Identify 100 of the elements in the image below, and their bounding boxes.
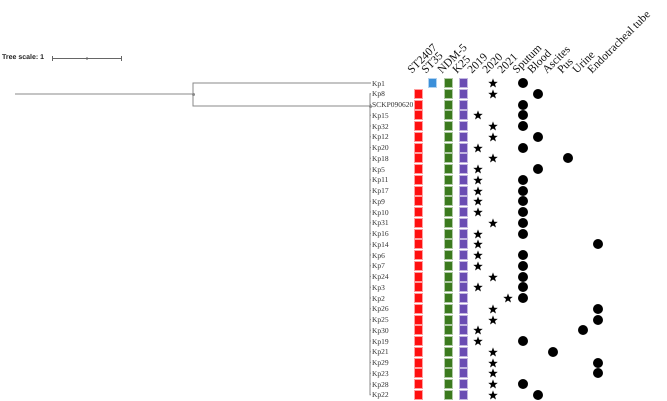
heatmap-cell — [458, 260, 468, 271]
circle-marker — [518, 207, 528, 217]
heatmap-cell — [414, 142, 422, 152]
star-marker — [488, 121, 498, 131]
heatmap-cell — [458, 153, 468, 164]
heatmap-cell — [414, 293, 422, 303]
star-marker — [488, 358, 498, 368]
heatmap-cell — [458, 390, 468, 400]
circle-marker — [518, 78, 528, 88]
heatmap-cell — [458, 293, 468, 303]
star-marker — [473, 186, 483, 196]
heatmap-cell — [414, 153, 422, 164]
heatmap-cell — [444, 282, 452, 292]
circle-marker — [518, 142, 528, 152]
heatmap-cell — [444, 164, 452, 174]
heatmap-cell — [444, 314, 452, 324]
heatmap-cell — [444, 186, 452, 196]
heatmap-cell — [458, 282, 468, 292]
star-marker — [503, 293, 513, 303]
heatmap-cell — [414, 196, 422, 206]
heatmap-cell — [458, 186, 468, 196]
heatmap-cell — [414, 325, 422, 336]
heatmap-cell — [458, 250, 468, 260]
circle-marker — [518, 121, 528, 131]
heatmap-cell — [458, 110, 468, 120]
star-marker — [488, 88, 498, 99]
star-marker — [473, 164, 483, 174]
heatmap-cell — [428, 78, 436, 88]
heatmap-cell — [444, 379, 452, 389]
heatmap-cell — [444, 121, 452, 131]
star-marker — [473, 207, 483, 217]
star-marker — [473, 174, 483, 185]
star-marker — [488, 346, 498, 357]
heatmap-cell — [414, 207, 422, 217]
heatmap-cell — [444, 196, 452, 206]
star-marker — [473, 142, 483, 152]
star-marker — [488, 272, 498, 282]
branch-point — [192, 92, 194, 96]
heatmap-cell — [458, 164, 468, 174]
heatmap-cell — [444, 239, 452, 250]
heatmap-cell — [414, 358, 422, 368]
circle-marker — [593, 304, 603, 314]
circle-marker — [518, 272, 528, 282]
heatmap-cell — [444, 336, 452, 346]
heatmap-cell — [458, 121, 468, 131]
circle-marker — [518, 336, 528, 346]
heatmap-cell — [414, 100, 422, 110]
circle-marker — [518, 282, 528, 292]
heatmap-cell — [458, 358, 468, 368]
heatmap-cell — [444, 207, 452, 217]
heatmap-cell — [458, 272, 468, 282]
heatmap-cell — [444, 368, 452, 378]
circle-marker — [533, 88, 543, 99]
heatmap-cell — [458, 379, 468, 389]
heatmap-cell — [458, 336, 468, 346]
star-marker — [473, 282, 483, 292]
heatmap-cell — [414, 121, 422, 131]
circle-marker — [578, 325, 588, 336]
heatmap-cell — [414, 314, 422, 324]
circle-marker — [548, 346, 558, 357]
circle-marker — [593, 239, 603, 250]
star-marker — [473, 336, 483, 346]
heatmap-cell — [458, 325, 468, 336]
heatmap-cell — [414, 132, 422, 142]
tree-branch — [192, 82, 372, 94]
heatmap-cell — [414, 228, 422, 238]
heatmap-cell — [458, 228, 468, 238]
circle-marker — [518, 218, 528, 228]
circle-marker — [518, 379, 528, 389]
heatmap-cell — [444, 218, 452, 228]
circle-marker — [518, 293, 528, 303]
star-marker — [488, 390, 498, 400]
circle-marker — [518, 228, 528, 238]
star-marker — [488, 304, 498, 314]
heatmap-cell — [414, 368, 422, 378]
heatmap-cell — [414, 272, 422, 282]
heatmap-cell — [414, 282, 422, 292]
heatmap-cell — [414, 379, 422, 389]
heatmap-cell — [458, 239, 468, 250]
star-marker — [473, 250, 483, 260]
heatmap-cell — [458, 304, 468, 314]
circle-marker — [518, 174, 528, 185]
heatmap-cell — [414, 218, 422, 228]
heatmap-cell — [458, 196, 468, 206]
heatmap-cell — [458, 78, 468, 88]
star-marker — [473, 228, 483, 238]
star-marker — [488, 379, 498, 389]
heatmap-cell — [444, 153, 452, 164]
heatmap-cell — [444, 88, 452, 99]
heatmap-cell — [414, 336, 422, 346]
star-marker — [473, 110, 483, 120]
tree-branch — [192, 94, 370, 106]
star-marker — [488, 314, 498, 324]
circle-marker — [563, 153, 573, 164]
heatmap-cell — [414, 390, 422, 400]
star-marker — [488, 153, 498, 164]
heatmap-cell — [444, 272, 452, 282]
heatmap-cell — [458, 100, 468, 110]
heatmap-cell — [414, 164, 422, 174]
heatmap-cell — [444, 250, 452, 260]
